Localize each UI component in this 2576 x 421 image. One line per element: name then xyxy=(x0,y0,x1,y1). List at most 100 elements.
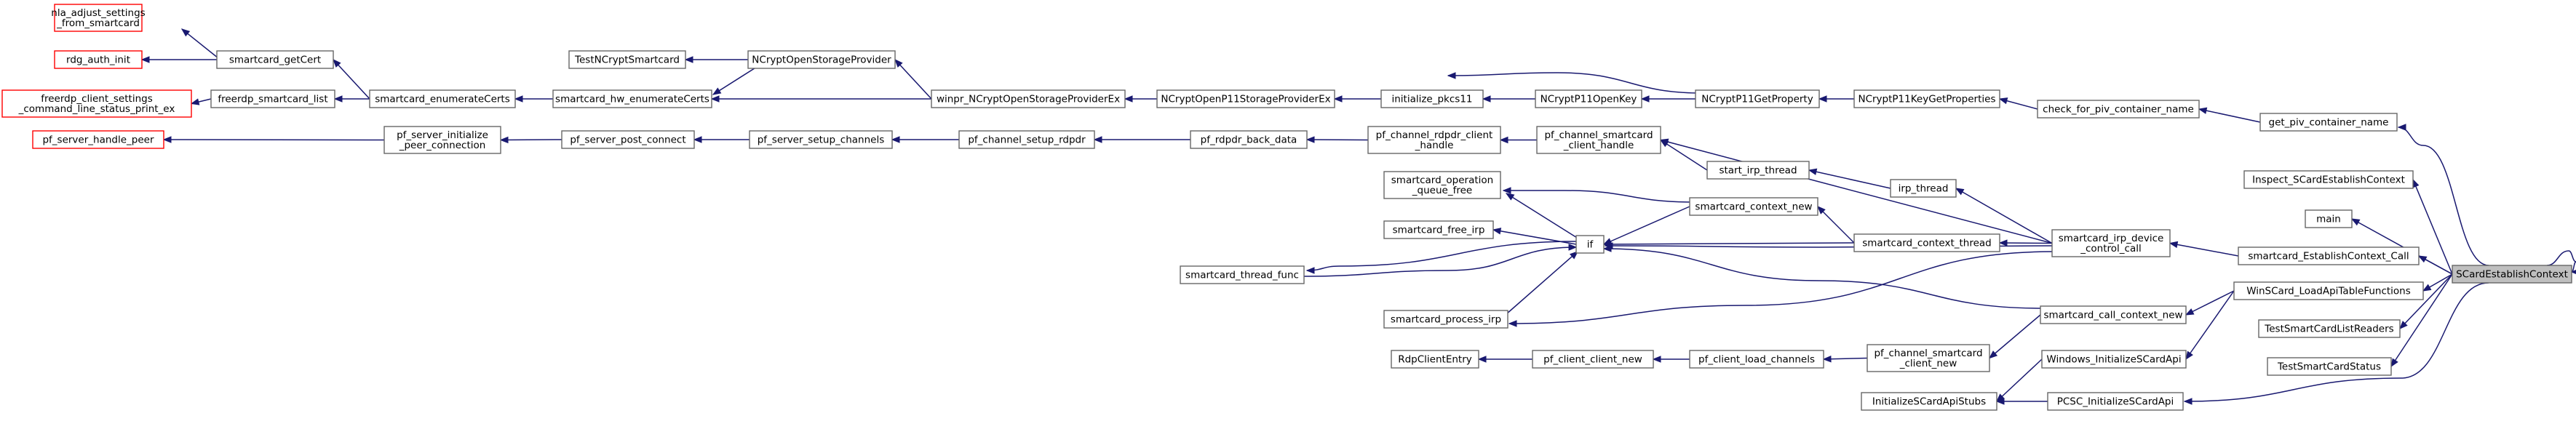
node-box xyxy=(1867,344,1990,372)
node-ncryptopenp11storageproviderex[interactable]: NCryptOpenP11StorageProviderEx xyxy=(1156,89,1335,108)
node-label: smartcard_process_irp xyxy=(1391,314,1501,326)
node-label: _peer_connection xyxy=(399,140,486,151)
node-smartcard-process-irp[interactable]: smartcard_process_irp xyxy=(1383,310,1508,329)
node-label: pf_channel_setup_rdpdr xyxy=(968,135,1086,146)
node-pf-server-setup-channels[interactable]: pf_server_setup_channels xyxy=(749,130,893,149)
node-box xyxy=(552,89,712,108)
node-smartcard-thread-func[interactable]: smartcard_thread_func xyxy=(1180,265,1305,284)
edge-arrowhead xyxy=(514,95,523,103)
node-testncryptsmartcard[interactable]: TestNCryptSmartcard xyxy=(568,50,686,69)
node-label: check_for_piv_container_name xyxy=(2043,104,2194,116)
node-box xyxy=(1532,350,1654,369)
node-box xyxy=(54,4,143,32)
node-box xyxy=(2041,350,2187,369)
node-ncryptp11getproperty[interactable]: NCryptP11GetProperty xyxy=(1695,89,1820,108)
node-pf-channel-smartcard-client-handle[interactable]: pf_channel_smartcard_client_handle xyxy=(1536,126,1661,154)
node-smartcard-call-context-new[interactable]: smartcard_call_context_new xyxy=(2040,305,2187,324)
node-box xyxy=(747,50,896,69)
node-pf-server-post-connect[interactable]: pf_server_post_connect xyxy=(561,130,695,149)
node-rdg-auth-init[interactable]: rdg_auth_init xyxy=(54,50,143,69)
edge-scardestablishcontext-to-get-piv-container-name xyxy=(2398,127,2489,266)
node-start-irp-thread[interactable]: start_irp_thread xyxy=(1706,161,1810,180)
edge-arrowhead xyxy=(499,136,509,144)
edge-arrowhead xyxy=(1659,138,1669,145)
edge-smartcard-context-new-to-if xyxy=(1603,206,1690,245)
node-box xyxy=(1383,220,1494,239)
node-smartcard-free-irp[interactable]: smartcard_free_irp xyxy=(1383,220,1494,239)
node-pf-channel-rdpdr-client-handle[interactable]: pf_channel_rdpdr_client_handle xyxy=(1367,126,1501,154)
node-ncryptp11keygetproperties[interactable]: NCryptP11KeyGetProperties xyxy=(1853,89,2000,108)
node-pf-channel-setup-rdpdr[interactable]: pf_channel_setup_rdpdr xyxy=(958,130,1095,149)
edge-smartcard-context-new-to-smartcard-operation-queue-free xyxy=(1503,190,1696,203)
node-label: initialize_pkcs11 xyxy=(1391,94,1472,105)
node-initializescardapistubs[interactable]: InitializeSCardApiStubs xyxy=(1861,392,1997,411)
edge-arrowhead xyxy=(1124,95,1133,103)
node-ncryptopenstorageprovider[interactable]: NCryptOpenStorageProvider xyxy=(747,50,896,69)
node-smartcard-context-new[interactable]: smartcard_context_new xyxy=(1689,197,1818,216)
edge-arrowhead xyxy=(2399,321,2408,329)
edge-arrowhead xyxy=(1808,168,1818,175)
node-box xyxy=(2238,246,2420,265)
node-pf-server-handle-peer[interactable]: pf_server_handle_peer xyxy=(32,130,164,149)
node-testsmartcardlistreaders[interactable]: TestSmartCardListReaders xyxy=(2258,319,2401,338)
node-box xyxy=(1535,89,1642,108)
node-label: PCSC_InitializeSCardApi xyxy=(2057,396,2174,408)
node-pf-server-initialize-peer[interactable]: pf_server_initialize_peer_connection xyxy=(383,126,501,154)
node-box xyxy=(210,89,335,108)
node-smartcard-hw-enumeratecerts[interactable]: smartcard_hw_enumerateCerts xyxy=(552,89,712,108)
node-rdpcliententry[interactable]: RdpClientEntry xyxy=(1391,350,1479,369)
edge-arrowhead xyxy=(1492,228,1502,235)
node-testsmartcardstatus[interactable]: TestSmartCardStatus xyxy=(2267,357,2392,376)
node-label: pf_server_handle_peer xyxy=(42,135,154,146)
node-freerdp-cl-settings[interactable]: freerdp_client_settings_command_line_sta… xyxy=(1,89,192,118)
node-if[interactable]: if xyxy=(1575,235,1605,254)
node-nla-adjust[interactable]: nla_adjust_settings_from_smartcard xyxy=(51,4,146,32)
node-winpr-ncryptopenstorageproviderex[interactable]: winpr_NCryptOpenStorageProviderEx xyxy=(931,89,1126,108)
node-label: freerdp_smartcard_list xyxy=(218,94,327,105)
node-get-piv-container-name[interactable]: get_piv_container_name xyxy=(2259,113,2398,132)
node-box xyxy=(1706,161,1810,180)
edge-arrowhead xyxy=(1988,350,1998,359)
node-label: start_irp_thread xyxy=(1719,165,1797,177)
node-freerdp-smartcard-list[interactable]: freerdp_smartcard_list xyxy=(210,89,335,108)
node-smartcard-irp-device-control-call[interactable]: smartcard_irp_device_control_call xyxy=(2051,229,2171,257)
node-windows-initializescardapi[interactable]: Windows_InitializeSCardApi xyxy=(2041,350,2187,369)
node-irp-thread[interactable]: irp_thread xyxy=(1890,179,1957,198)
node-box xyxy=(1536,126,1661,154)
edge-arrowhead xyxy=(140,56,150,63)
node-smartcard-enumeratecerts[interactable]: smartcard_enumerateCerts xyxy=(369,89,516,108)
node-initialize-pkcs11[interactable]: initialize_pkcs11 xyxy=(1380,89,1484,108)
node-smartcard-getcert[interactable]: smartcard_getCert xyxy=(216,50,334,69)
node-box xyxy=(2040,305,2187,324)
node-label: _client_handle xyxy=(1563,140,1634,151)
node-box xyxy=(749,130,893,149)
edge-winscard-loadapitablefunctions-to-windows-initializescardapi xyxy=(2185,290,2235,360)
node-pcsc-initializescardapi[interactable]: PCSC_InitializeSCardApi xyxy=(2047,392,2184,411)
node-smartcard-operation-queue-free[interactable]: smartcard_operation_queue_free xyxy=(1383,171,1501,199)
edge-arrowhead xyxy=(891,136,900,143)
node-box xyxy=(1695,89,1820,108)
node-pf-channel-smartcard-client-new[interactable]: pf_channel_smartcard_client_new xyxy=(1867,344,1990,372)
node-label: smartcard_call_context_new xyxy=(2043,310,2182,321)
edge-arrowhead xyxy=(1998,97,2008,105)
node-label: pf_server_post_connect xyxy=(570,135,685,146)
node-smartcard-establishcontext-call[interactable]: smartcard_EstablishContext_Call xyxy=(2238,246,2420,265)
edge-arrowhead xyxy=(684,56,693,63)
edge-if-to-smartcard-free-irp xyxy=(1492,229,1577,245)
edge-scardestablishcontext-to-pcsc-initializescardapi xyxy=(2184,282,2489,402)
node-scardestablishcontext[interactable]: SCardEstablishContext xyxy=(2452,265,2572,284)
node-pf-client-client-new[interactable]: pf_client_client_new xyxy=(1532,350,1654,369)
edge-smartcard-establishcontext-call-to-smartcard-irp-device-control-call xyxy=(2169,242,2239,257)
node-check-for-piv-container-name[interactable]: check_for_piv_container_name xyxy=(2037,100,2200,119)
node-box xyxy=(1689,197,1818,216)
node-main[interactable]: main xyxy=(2305,209,2353,228)
node-label: rdg_auth_init xyxy=(66,55,130,66)
node-pf-client-load-channels[interactable]: pf_client_load_channels xyxy=(1689,350,1824,369)
node-inspect-scardestablishcontext[interactable]: Inspect_SCardEstablishContext xyxy=(2243,170,2414,189)
node-winscard-loadapitablefunctions[interactable]: WinSCard_LoadApiTableFunctions xyxy=(2233,281,2424,300)
node-ncryptp11openkey[interactable]: NCryptP11OpenKey xyxy=(1535,89,1642,108)
node-smartcard-context-thread[interactable]: smartcard_context_thread xyxy=(1853,233,2000,252)
node-label: TestSmartCardListReaders xyxy=(2264,324,2393,335)
node-pf-rdpdr-back-data[interactable]: pf_rdpdr_back_data xyxy=(1190,130,1308,149)
edge-arrowhead xyxy=(1333,95,1343,103)
